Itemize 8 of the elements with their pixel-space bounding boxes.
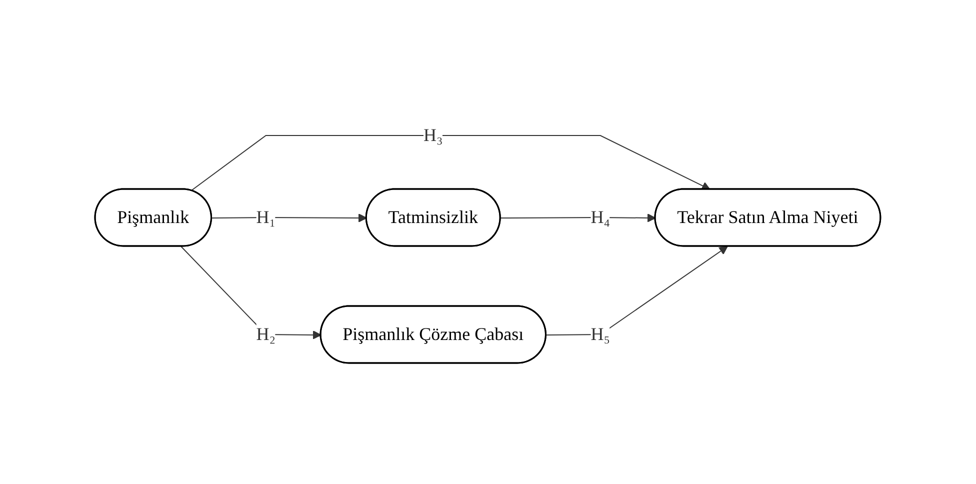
arrow [500, 213, 656, 222]
edge-label: H₁ [256, 206, 276, 226]
arrow [546, 246, 728, 335]
edge-label: H₃ [424, 124, 444, 144]
edge-label: H₄ [590, 206, 610, 226]
edge-label: H₅ [590, 323, 610, 344]
edge-label: H₂ [256, 323, 276, 344]
arrow [191, 134, 711, 191]
